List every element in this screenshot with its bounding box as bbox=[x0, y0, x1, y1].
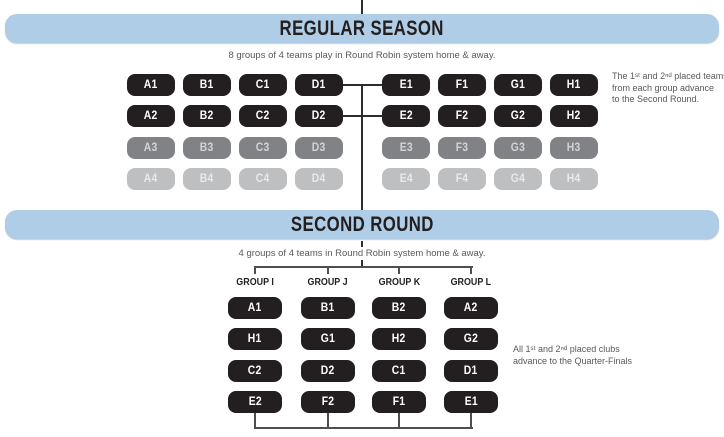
top-bracket-tick bbox=[254, 266, 256, 274]
top-bracket-tick bbox=[327, 266, 329, 274]
team-box-B2: B2 bbox=[183, 105, 231, 127]
note-line: advance to the Quarter-Finals bbox=[513, 355, 633, 366]
team-box-F4: F4 bbox=[438, 168, 486, 190]
bottom-bracket-tick bbox=[398, 413, 400, 428]
team-box-E3: E3 bbox=[382, 137, 430, 159]
tick-below-banner bbox=[361, 241, 363, 247]
group-label-l: GROUP L bbox=[450, 276, 492, 288]
team-box-B3: B3 bbox=[183, 137, 231, 159]
second-round-banner: SECOND ROUND bbox=[5, 210, 719, 239]
second-round-subtitle: 4 groups of 4 teams in Round Robin syste… bbox=[238, 248, 486, 259]
team-box-G2: G2 bbox=[494, 105, 542, 127]
team-box-H2: H2 bbox=[550, 105, 598, 127]
note-line: The 1ˢᵗ and 2ⁿᵈ placed teams bbox=[612, 71, 724, 81]
second-round-title: SECOND ROUND bbox=[290, 212, 434, 236]
team-box-A1: A1 bbox=[127, 74, 175, 96]
team-box-E4: E4 bbox=[382, 168, 430, 190]
team-box-C4: C4 bbox=[239, 168, 287, 190]
second-round-box-F2: F2 bbox=[301, 391, 355, 413]
team-box-A3: A3 bbox=[127, 137, 175, 159]
team-box-A4: A4 bbox=[127, 168, 175, 190]
team-box-H4: H4 bbox=[550, 168, 598, 190]
second-round-note: All 1ˢᵗ and 2ⁿᵈ placed clubs advance to … bbox=[513, 344, 632, 367]
bottom-bracket-tick bbox=[470, 413, 472, 428]
top-bracket-tick bbox=[398, 266, 400, 274]
second-round-box-B1: B1 bbox=[301, 297, 355, 319]
team-box-E1: E1 bbox=[382, 74, 430, 96]
team-box-A2: A2 bbox=[127, 105, 175, 127]
team-box-H1: H1 bbox=[550, 74, 598, 96]
team-box-B1: B1 bbox=[183, 74, 231, 96]
team-box-D4: D4 bbox=[295, 168, 343, 190]
tick-above-bracket bbox=[361, 260, 363, 268]
bottom-bracket-line bbox=[254, 427, 473, 429]
regular-season-banner: REGULAR SEASON bbox=[5, 14, 719, 43]
regular-season-note: The 1ˢᵗ and 2ⁿᵈ placed teams from each g… bbox=[612, 71, 724, 106]
group-label-i: GROUP I bbox=[236, 276, 274, 288]
center-drop-line bbox=[361, 84, 363, 210]
team-box-D3: D3 bbox=[295, 137, 343, 159]
second-round-box-E1: E1 bbox=[444, 391, 498, 413]
second-round-box-C1: C1 bbox=[372, 360, 426, 382]
top-bracket-tick bbox=[470, 266, 472, 274]
second-round-box-H1: H1 bbox=[228, 328, 282, 350]
regular-season-title: REGULAR SEASON bbox=[279, 16, 445, 40]
second-round-box-H2: H2 bbox=[372, 328, 426, 350]
team-box-G1: G1 bbox=[494, 74, 542, 96]
team-box-C1: C1 bbox=[239, 74, 287, 96]
top-center-line bbox=[361, 0, 363, 14]
team-box-F3: F3 bbox=[438, 137, 486, 159]
note-line: from each group advance bbox=[612, 82, 715, 93]
second-round-box-G1: G1 bbox=[301, 328, 355, 350]
second-round-box-G2: G2 bbox=[444, 328, 498, 350]
second-round-box-D2: D2 bbox=[301, 360, 355, 382]
team-box-C2: C2 bbox=[239, 105, 287, 127]
second-round-box-B2: B2 bbox=[372, 297, 426, 319]
regular-season-subtitle: 8 groups of 4 teams play in Round Robin … bbox=[228, 50, 496, 61]
second-round-box-A2: A2 bbox=[444, 297, 498, 319]
team-box-E2: E2 bbox=[382, 105, 430, 127]
note-line: to the Second Round. bbox=[612, 94, 700, 104]
second-round-box-F1: F1 bbox=[372, 391, 426, 413]
team-box-D2: D2 bbox=[295, 105, 343, 127]
second-round-box-D1: D1 bbox=[444, 360, 498, 382]
second-round-box-C2: C2 bbox=[228, 360, 282, 382]
bottom-bracket-tick bbox=[327, 413, 329, 428]
team-box-H3: H3 bbox=[550, 137, 598, 159]
second-round-box-E2: E2 bbox=[228, 391, 282, 413]
team-box-F2: F2 bbox=[438, 105, 486, 127]
top-bracket-line bbox=[254, 266, 473, 268]
team-box-G4: G4 bbox=[494, 168, 542, 190]
team-box-G3: G3 bbox=[494, 137, 542, 159]
team-box-B4: B4 bbox=[183, 168, 231, 190]
bottom-bracket-tick bbox=[254, 413, 256, 428]
group-label-k: GROUP K bbox=[378, 276, 420, 288]
group-label-j: GROUP J bbox=[307, 276, 349, 288]
team-box-C3: C3 bbox=[239, 137, 287, 159]
team-box-F1: F1 bbox=[438, 74, 486, 96]
team-box-D1: D1 bbox=[295, 74, 343, 96]
second-round-box-A1: A1 bbox=[228, 297, 282, 319]
note-line: All 1ˢᵗ and 2ⁿᵈ placed clubs bbox=[513, 344, 620, 354]
